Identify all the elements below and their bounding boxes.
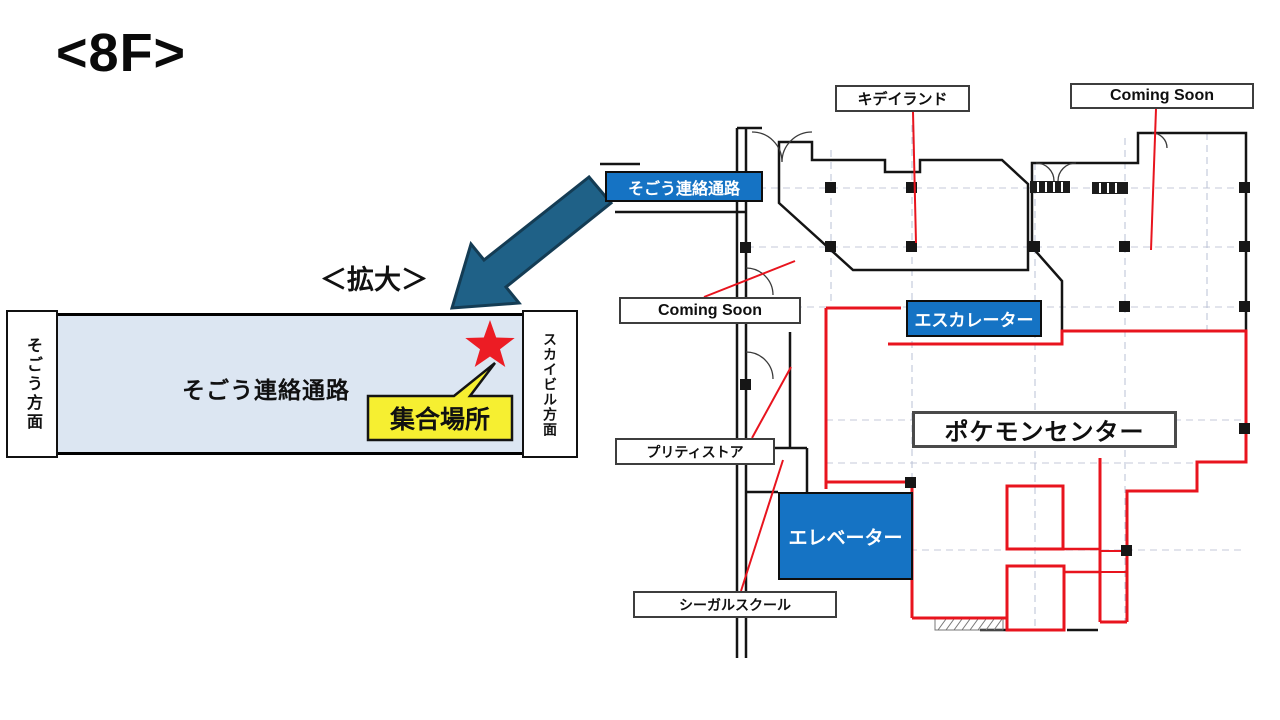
inset-sogo-direction-box: そごう方面 [6,310,58,458]
plan-walls [600,126,1248,658]
meeting-point-label: 集合場所 [389,406,490,434]
meeting-callout-bubble [366,362,514,442]
meeting-star-icon [465,320,515,367]
label-pretty-store: プリティストア [615,438,775,465]
label-escalator: エスカレーター [906,300,1042,337]
pokemon-center-boundary [824,306,1248,632]
escalator-symbol-icons [1030,181,1128,194]
label-pokemon-center: ポケモンセンター [912,411,1177,448]
label-coming-soon-left: Coming Soon [619,297,801,324]
meeting-point-overlay [366,320,515,442]
label-elevator: エレベーター [778,492,913,580]
label-coming-soon-top: Coming Soon [1070,83,1254,109]
label-leader-lines [703,108,1157,592]
floor-title: <8F> [56,23,187,83]
door-arc-icons [745,131,1168,380]
label-kiddyland: キデイランド [835,85,970,112]
label-sogo-passage: そごう連絡通路 [605,171,763,202]
inset-skybuilding-direction-box: スカイビル方面 [522,310,578,458]
label-seagull-school: シーガルスクール [633,591,837,618]
zoom-note-label: ＜拡大＞ [320,265,428,295]
zoom-arrow-icon [449,174,614,310]
plan-columns [740,182,1250,556]
hatched-wall [934,618,1004,631]
inset-corridor-label: そごう連絡通路 [182,377,350,403]
